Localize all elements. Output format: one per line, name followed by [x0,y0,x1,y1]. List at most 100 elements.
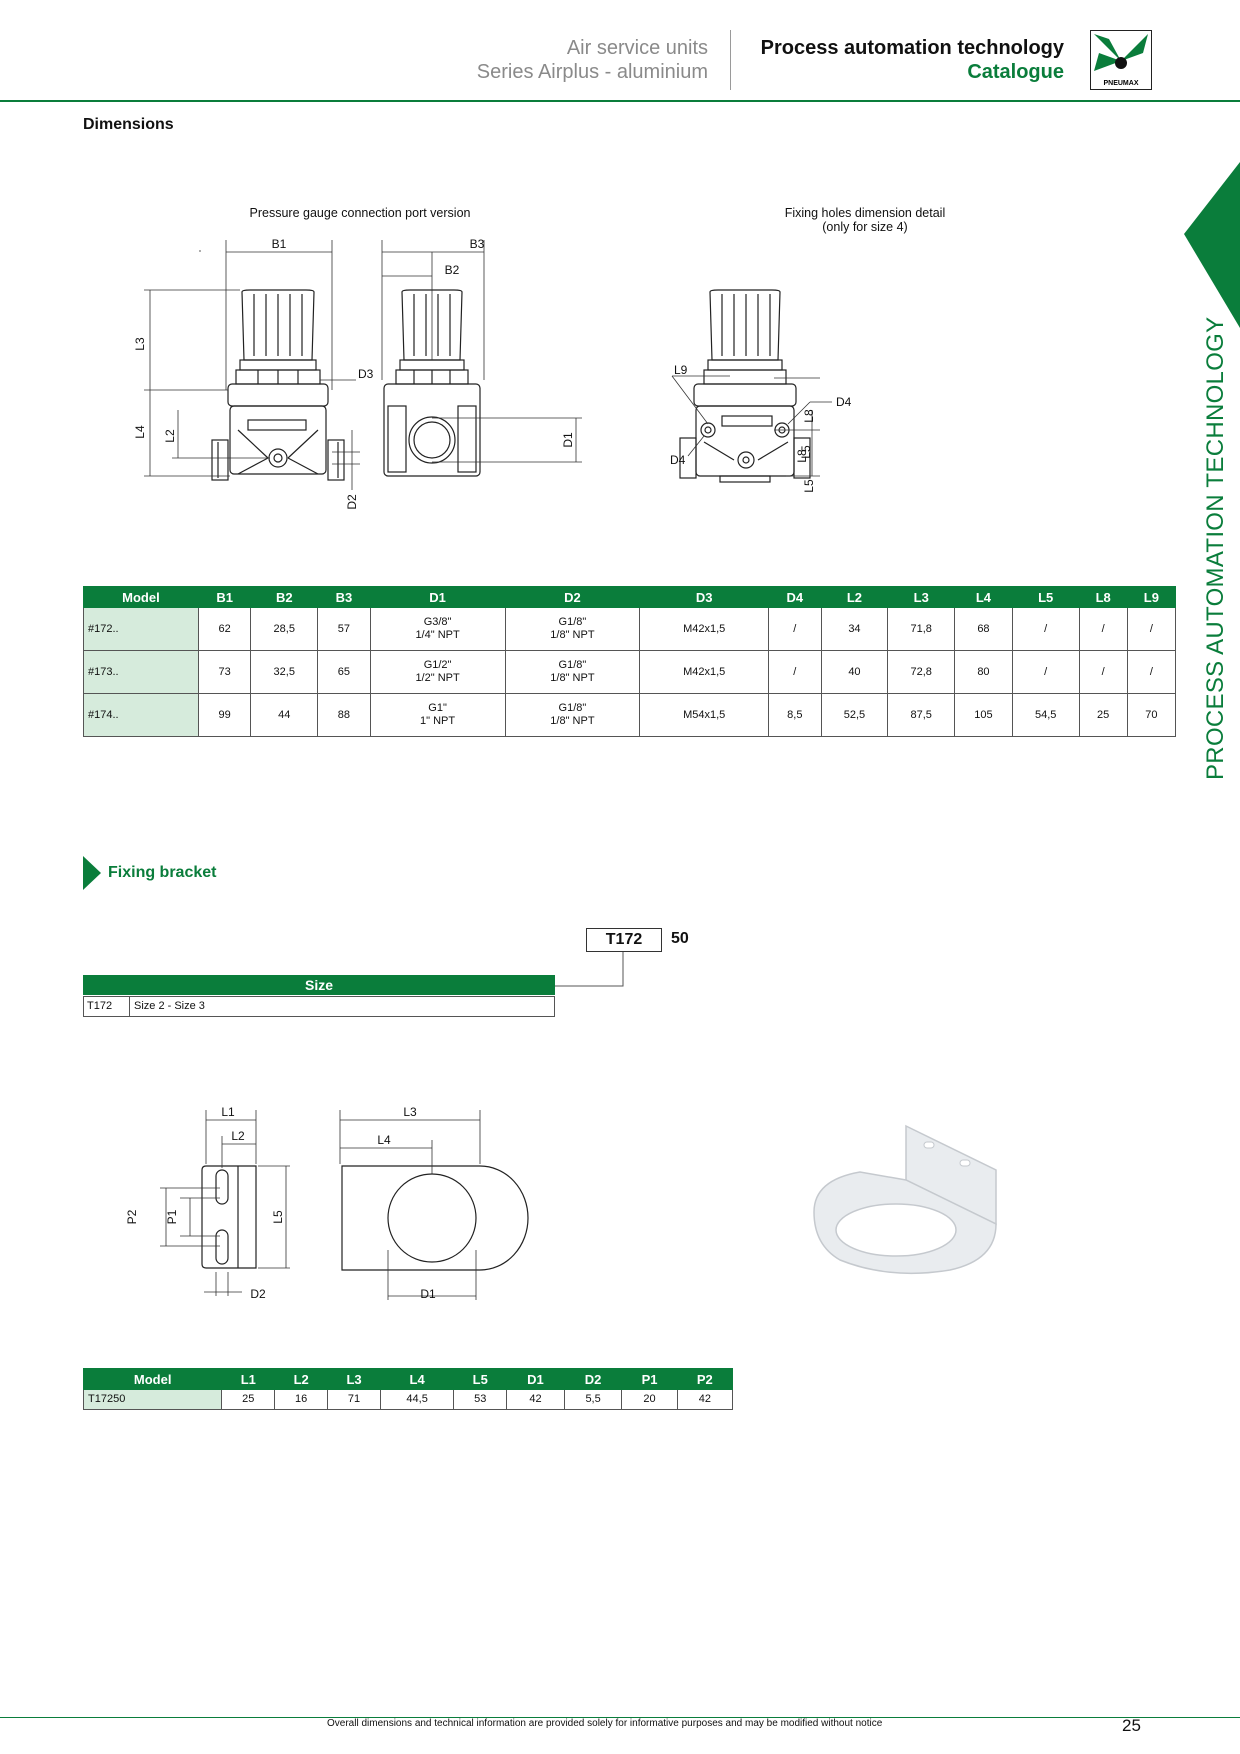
gauge-version-caption: Pressure gauge connection port version [249,206,471,220]
dim-cell-l8: 25 [1078,693,1128,737]
bracket-cell-p2: 42 [676,1389,734,1410]
code-connector-line [555,952,624,987]
dim-cell-l9: 70 [1126,693,1177,737]
dim-cell-l9: / [1126,607,1177,651]
logo-mark-icon: PNEUMAX [1094,34,1148,87]
pneumax-logo: PNEUMAX [1090,30,1152,90]
ordering-code-box: T172 [586,928,662,952]
dim-l2-label: L2 [163,429,177,443]
bracket-header-model: Model [82,1368,223,1390]
series-line-1: Air service units [566,37,708,59]
dim-header-l5: L5 [1011,586,1080,608]
dim-cell-model: #174.. [83,693,199,737]
dim-cell-l3: 72,8 [887,650,956,694]
dim-header-d3: D3 [639,586,770,608]
dim-cell-l8: / [1078,650,1128,694]
bracket-l4-label: L4 [377,1133,391,1147]
dim-header-b3: B3 [317,586,371,608]
dim-cell-l4: 80 [954,650,1013,694]
bracket-header-p2: P2 [676,1368,734,1390]
header-series: Air service units Series Airplus - alumi… [477,36,708,84]
regulator-side-view [383,289,481,477]
dim-l4-label: L4 [133,425,147,439]
dim-cell-l3: 87,5 [887,693,956,737]
dim-cell-l4: 68 [954,607,1013,651]
dim-cell-l8: / [1078,607,1128,651]
dim-cell-d3: M42x1,5 [639,650,770,694]
dim-cell-d4: / [768,650,822,694]
dim-cell-b1: 99 [197,693,252,737]
fixing-detail-caption: Fixing holes dimension detail (only for … [784,206,946,234]
dim-cell-d3: M42x1,5 [639,607,770,651]
dim-cell-model: #173.. [83,650,199,694]
dim-header-model: Model [83,586,199,608]
dim-header-d2: D2 [504,586,641,608]
bracket-header-p1: P1 [621,1368,678,1390]
dim-header-l3: L3 [887,586,956,608]
dim-cell-d1: G1/2"1/2" NPT [369,650,506,694]
dim-l5-vertical-label: L5 [802,479,816,493]
dim-d3-label: D3 [358,367,374,381]
dim-cell-b1: 73 [197,650,252,694]
bracket-d2-label: D2 [250,1287,266,1301]
regulator-dimension-drawings: B1 L3 L4 L2 D3 D2 B3 B2 D1 L5 L8 [133,237,852,510]
dim-l3-label: L3 [133,337,147,351]
dim-d4-bottom-label: D4 [670,453,686,467]
page-number: 25 [1122,1716,1141,1735]
bracket-header-l4: L4 [379,1368,455,1390]
bracket-header-d2: D2 [563,1368,623,1390]
fixing-bracket-arrow-icon [83,856,101,890]
dim-l8-label: L8 [795,449,809,463]
bracket-cell-l5: 53 [453,1389,508,1410]
dim-cell-b2: 44 [250,693,319,737]
dim-cell-l5: / [1011,607,1080,651]
dim-header-l8: L8 [1078,586,1128,608]
bracket-header-l1: L1 [221,1368,276,1390]
footer-disclaimer: Overall dimensions and technical informa… [327,1718,883,1729]
dim-cell-l3: 71,8 [887,607,956,651]
bracket-l2-label: L2 [231,1129,245,1143]
size-table-row: T172 Size 2 - Size 3 [83,996,555,1017]
section-title: Dimensions [83,116,174,133]
dim-header-l2: L2 [820,586,889,608]
dim-cell-b1: 62 [197,607,252,651]
ordering-code-suffix: 50 [671,930,689,947]
bracket-cell-l2: 16 [274,1389,329,1410]
dim-cell-model: #172.. [83,607,199,651]
bracket-dimension-drawings: L1 L2 L3 L4 L5 P2 P1 D2 D1 [125,1105,529,1301]
dim-b3-label: B3 [470,237,485,251]
dim-d2-label: D2 [345,494,359,510]
dim-d4-top-label: D4 [836,395,852,409]
dim-cell-d4: / [768,607,822,651]
side-tab-marker [1184,162,1240,328]
footer-rule [0,1717,1240,1718]
dim-cell-d1: G3/8"1/4" NPT [369,607,506,651]
title-line-2: Catalogue [967,61,1064,83]
dim-cell-b2: 32,5 [250,650,319,694]
dim-cell-l9: / [1126,650,1177,694]
dim-b2-label: B2 [445,263,460,277]
bracket-header-l5: L5 [453,1368,508,1390]
bracket-cell-l3: 71 [327,1389,381,1410]
bracket-header-l2: L2 [274,1368,329,1390]
dim-header-l9: L9 [1126,586,1177,608]
bracket-l3-label: L3 [403,1105,417,1119]
size-code-cell: T172 [84,997,130,1016]
regulator-front-view [211,289,345,481]
bracket-p2-label: P2 [125,1209,139,1224]
logo-text: PNEUMAX [1103,80,1138,87]
dim-cell-d2: G1/8"1/8" NPT [504,650,641,694]
bracket-header-d1: D1 [506,1368,565,1390]
dim-b1-label: B1 [272,237,287,251]
regulator-detail-view [679,289,811,483]
dim-header-b1: B1 [197,586,252,608]
dim-cell-l5: 54,5 [1011,693,1080,737]
dim-cell-l5: / [1011,650,1080,694]
